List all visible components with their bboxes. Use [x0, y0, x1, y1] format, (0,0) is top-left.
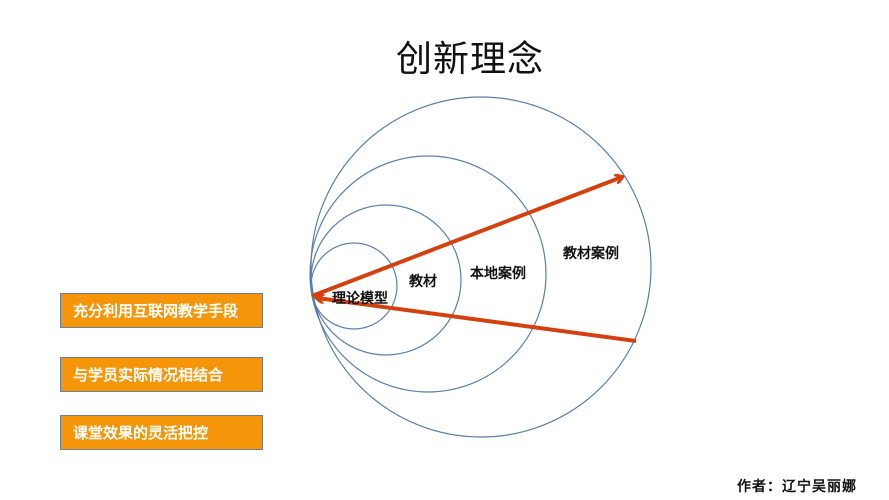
arrow-inward: [317, 298, 637, 343]
box-learner-context[interactable]: 与学员实际情况相结合: [60, 357, 263, 392]
label-textbook-cases: 教材案例: [563, 246, 619, 262]
label-theory-model: 理论模型: [332, 291, 388, 307]
circle-local-cases: [309, 155, 547, 393]
author-credit: 作者：辽宁吴丽娜: [737, 479, 857, 495]
box-internet-teaching[interactable]: 充分利用互联网教学手段: [60, 293, 263, 328]
label-textbook: 教材: [409, 274, 437, 290]
box-classroom-control[interactable]: 课堂效果的灵活把控: [60, 415, 263, 450]
arrow-outward: [311, 177, 622, 298]
slide-title: 创新理念: [395, 39, 544, 80]
label-local-cases: 本地案例: [470, 266, 526, 282]
circle-textbook: [310, 204, 462, 356]
circle-textbook-cases: [310, 96, 652, 438]
circle-theory-model: [310, 242, 398, 330]
